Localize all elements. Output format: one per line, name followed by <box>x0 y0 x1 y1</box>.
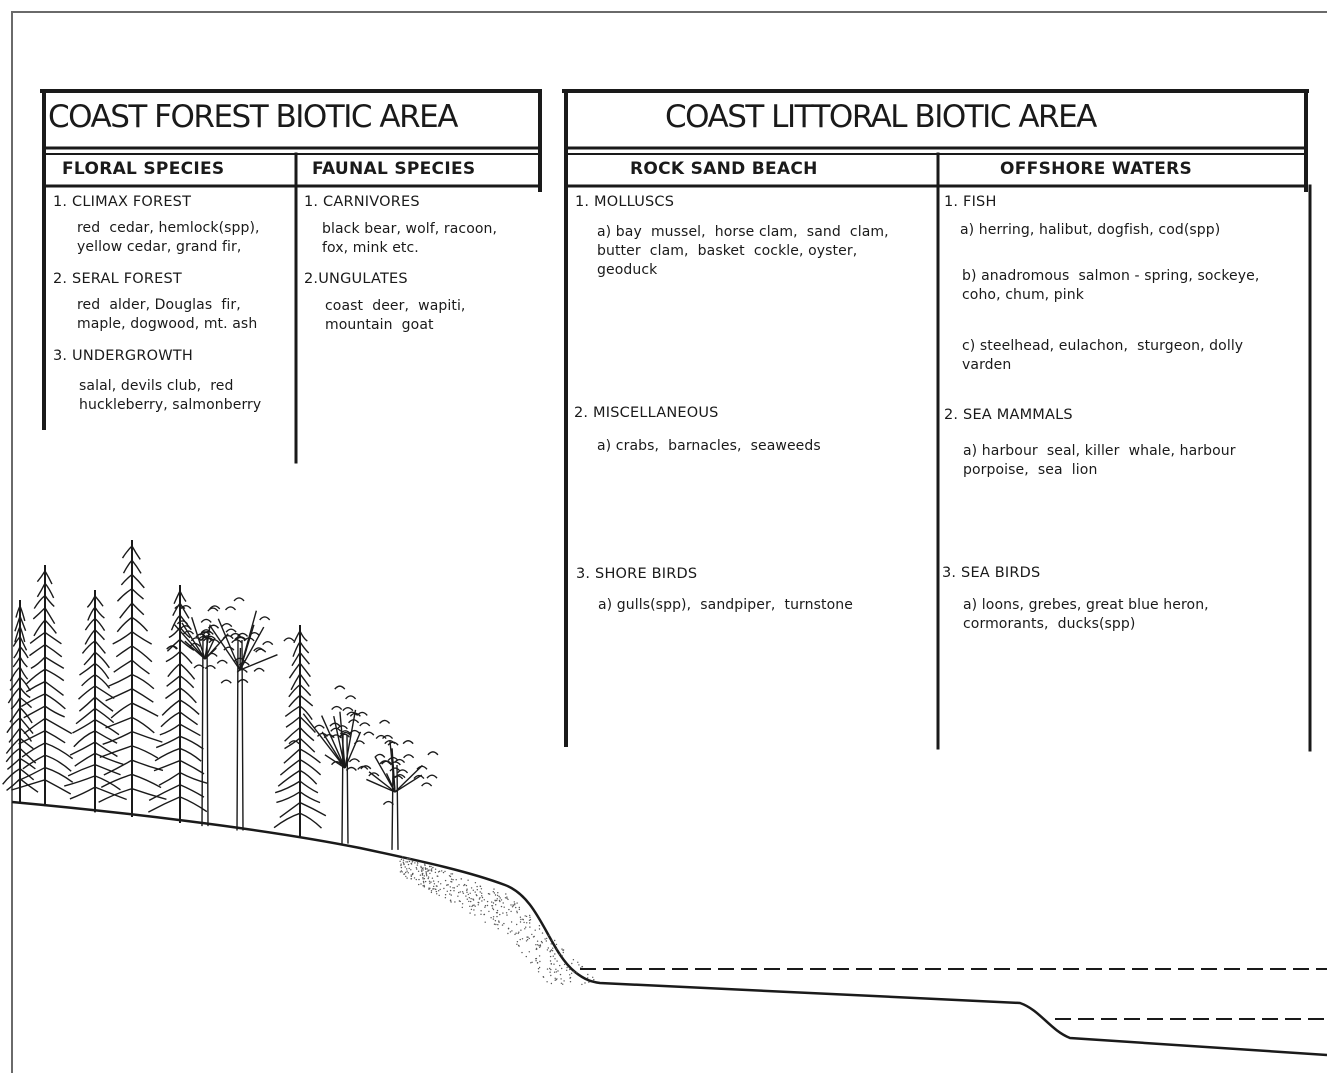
offshore-species-list: a) herring, halibut, dogfish, cod(spp) <box>960 222 1221 238</box>
beach-species-list: a) gulls(spp), sandpiper, turnstone <box>598 597 853 613</box>
floral-species-list: red alder, Douglas fir, maple, dogwood, … <box>77 297 258 332</box>
floral-species-header: FLORAL SPECIES <box>62 159 225 179</box>
offshore-species-list: b) anadromous salmon - spring, sockeye, … <box>962 268 1260 303</box>
conifer-tree <box>11 565 74 807</box>
beach-species-list: a) bay mussel, horse clam, sand clam, bu… <box>597 224 889 278</box>
offshore-species-list: a) loons, grebes, great blue heron, corm… <box>963 597 1209 632</box>
faunal-species-list: coast deer, wapiti, mountain goat <box>325 298 466 333</box>
offshore-category: 3. SEA BIRDS <box>942 565 1041 581</box>
faunal-species-list: black bear, wolf, racoon, fox, mink etc. <box>322 221 498 256</box>
beach-category: 1. MOLLUSCS <box>575 194 675 210</box>
faunal-category: 2.UNGULATES <box>304 271 408 287</box>
conifer-tree <box>64 590 127 813</box>
shoreline-profile <box>11 800 1327 1057</box>
rock-sand-beach-header: ROCK SAND BEACH <box>630 159 818 179</box>
conifer-tree <box>2 600 39 803</box>
floral-category: 2. SERAL FOREST <box>53 271 182 287</box>
deciduous-tree <box>288 685 396 844</box>
beach-stipple <box>399 855 595 986</box>
offshore-category: 2. SEA MAMMALS <box>944 407 1073 423</box>
figure-frame <box>11 11 1327 1073</box>
faunal-category: 1. CARNIVORES <box>304 194 420 210</box>
offshore-species-list: c) steelhead, eulachon, sturgeon, dolly … <box>962 338 1244 373</box>
offshore-species-list: a) harbour seal, killer whale, harbour p… <box>963 443 1236 478</box>
conifer-tree <box>148 585 208 823</box>
floral-species-list: salal, devils club, red huckleberry, sal… <box>79 378 262 413</box>
floral-species-list: red cedar, hemlock(spp), yellow cedar, g… <box>77 220 260 255</box>
beach-category: 3. SHORE BIRDS <box>576 566 698 582</box>
offshore-category: 1. FISH <box>944 194 997 210</box>
forest-illustration <box>2 540 439 850</box>
conifer-tree <box>273 625 327 838</box>
beach-species-list: a) crabs, barnacles, seaweeds <box>597 438 821 454</box>
conifer-tree <box>98 540 167 817</box>
littoral-panel-lines <box>562 89 1312 752</box>
floral-category: 3. UNDERGROWTH <box>53 348 193 364</box>
deciduous-tree <box>166 604 235 827</box>
forest-title: COAST FOREST BIOTIC AREA <box>48 99 458 135</box>
floral-category: 1. CLIMAX FOREST <box>53 194 192 210</box>
faunal-species-header: FAUNAL SPECIES <box>312 159 476 179</box>
beach-category: 2. MISCELLANEOUS <box>574 405 719 421</box>
littoral-title: COAST LITTORAL BIOTIC AREA <box>665 99 1097 135</box>
deciduous-tree <box>207 597 295 831</box>
offshore-waters-header: OFFSHORE WATERS <box>1000 159 1193 179</box>
forest-panel-lines <box>40 89 542 464</box>
deciduous-tree <box>345 731 439 850</box>
